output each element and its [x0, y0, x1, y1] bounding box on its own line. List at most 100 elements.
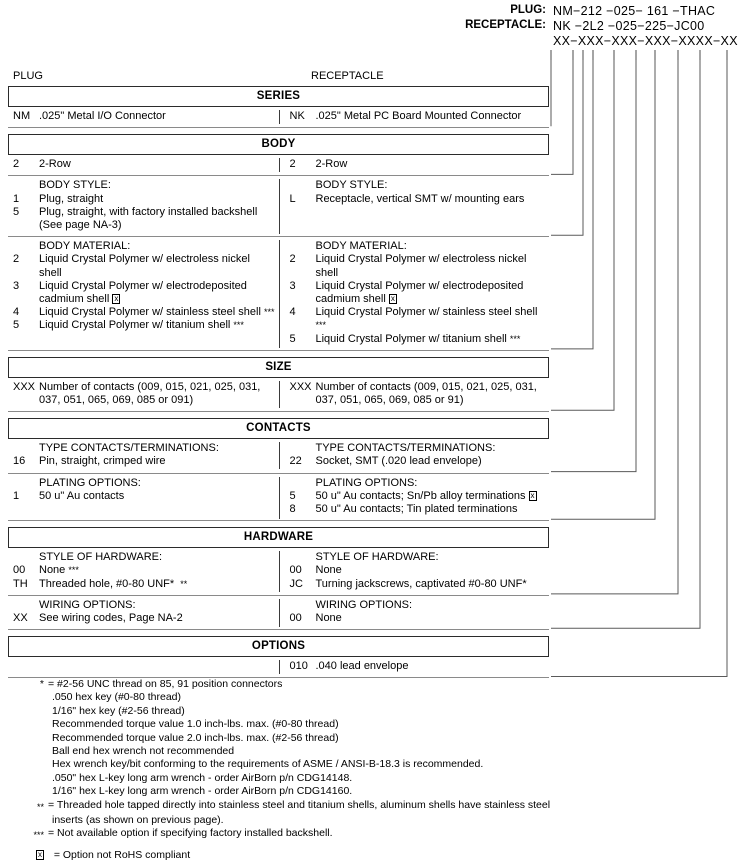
option-code: 5 [289, 332, 296, 345]
footnotes: * = #2-56 UNC thread on 85, 91 position c… [0, 678, 738, 862]
receptacle-column-cell: WIRING OPTIONS: 00 None [279, 599, 550, 625]
footnote-line: .050 hex key (#0-80 thread) [0, 691, 738, 704]
option-code: 2 [289, 253, 296, 266]
option-description: Liquid Crystal Polymer w/ titanium shell… [315, 332, 521, 345]
column-divider [278, 442, 280, 470]
footnote-text: = Threaded hole tapped directly into sta… [48, 798, 551, 811]
section-header-series: SERIES [8, 86, 549, 107]
option-group-subheading: WIRING OPTIONS: [39, 598, 136, 611]
option-entry: NK.025" Metal PC Board Mounted Connector [290, 110, 550, 123]
option-description: See wiring codes, Page NA-2 [39, 612, 183, 625]
option-code: 4 [13, 306, 20, 319]
leader-line [551, 60, 584, 236]
leader-line [551, 60, 728, 677]
option-code: 2 [289, 158, 296, 171]
section-bottom-rule [8, 411, 549, 413]
option-group-subheading: WIRING OPTIONS: [315, 598, 413, 611]
option-description: 2-Row [39, 158, 71, 171]
option-code: NM [13, 110, 31, 122]
plug-part-number: NM−212 −025− 161 −THAC [553, 4, 716, 18]
option-group-subheading: PLATING OPTIONS: [315, 476, 418, 489]
column-divider [278, 598, 280, 627]
section-bottom-rule [8, 349, 549, 351]
option-entry: 00 None *** [13, 564, 279, 577]
column-divider [278, 158, 280, 173]
option-description: Liquid Crystal Polymer w/ stainless stee… [315, 306, 541, 331]
footnote-line: 1/16" hex L-key long arm wrench - order … [0, 785, 738, 798]
option-entry: 00 None [290, 612, 550, 625]
section-body-options: 010.040 lead envelope [8, 657, 549, 677]
footnote-marker: * [39, 678, 44, 690]
footnote-marker: x [0, 849, 48, 862]
receptacle-column-cell: NK.025" Metal PC Board Mounted Connector [279, 110, 550, 123]
footnote-text: inserts (as shown on previous page). [52, 814, 224, 827]
option-code: 1 [13, 192, 20, 205]
option-description-continuation: (See page NA-3) [39, 219, 122, 232]
footnote-line: Recommended torque value 1.0 inch-lbs. m… [0, 718, 738, 731]
option-description: Number of contacts (009, 015, 021, 025, … [315, 380, 537, 393]
option-code: 00 [289, 564, 302, 577]
option-description: 50 u" Au contacts; Tin plated terminatio… [315, 503, 518, 516]
option-code: 5 [13, 205, 20, 218]
plug-label: PLUG: [510, 4, 546, 16]
option-description: Turning jackscrews, captivated #0-80 UNF… [315, 577, 527, 590]
footnote-line: inserts (as shown on previous page). [0, 814, 738, 827]
option-group-subheading: TYPE CONTACTS/TERMINATIONS: [315, 442, 496, 455]
option-code: 3 [289, 279, 296, 292]
option-code: NK [289, 110, 305, 122]
footnote-text: = #2-56 UNC thread on 85, 91 position co… [48, 678, 283, 690]
option-description: .025" Metal I/O Connector [39, 110, 166, 122]
option-description-continuation: shell [39, 266, 62, 279]
part-number-mask: XX−XXX−XXX−XXX−XXXX−XXX [553, 34, 738, 48]
footnote-line: **= Threaded hole tapped directly into s… [0, 799, 738, 814]
option-description: 50 u" Au contacts [39, 489, 125, 502]
option-group-subheading: TYPE CONTACTS/TERMINATIONS: [39, 442, 219, 455]
leader-line [551, 60, 656, 520]
column-divider [278, 179, 280, 235]
footnote-line: x = Option not RoHS compliant [0, 849, 738, 862]
option-code: 5 [289, 489, 296, 502]
footnote-text: 1/16" hex key (#2-56 thread) [52, 704, 185, 717]
option-description-continuation: cadmium shell x [315, 293, 397, 306]
option-description: Liquid Crystal Polymer w/ electroless ni… [315, 253, 527, 266]
option-group-subheading: STYLE OF HARDWARE: [315, 551, 439, 564]
footnote-marker: *** [263, 307, 275, 318]
option-code: 00 [289, 612, 302, 625]
option-code: 00 [13, 564, 26, 577]
option-code: 2 [13, 158, 20, 171]
option-description: Receptacle, vertical SMT w/ mounting ear… [315, 192, 525, 205]
footnote-text: .050" hex L-key long arm wrench - order … [52, 771, 353, 784]
option-description-continuation: 037, 051, 065, 069, 085 or 091) [39, 394, 194, 407]
option-description: None [315, 612, 342, 625]
option-code: 16 [13, 455, 26, 468]
option-code: TH [13, 577, 28, 590]
option-description: None *** [39, 564, 79, 577]
section-bottom-rule [8, 629, 549, 631]
leader-line [551, 60, 701, 629]
